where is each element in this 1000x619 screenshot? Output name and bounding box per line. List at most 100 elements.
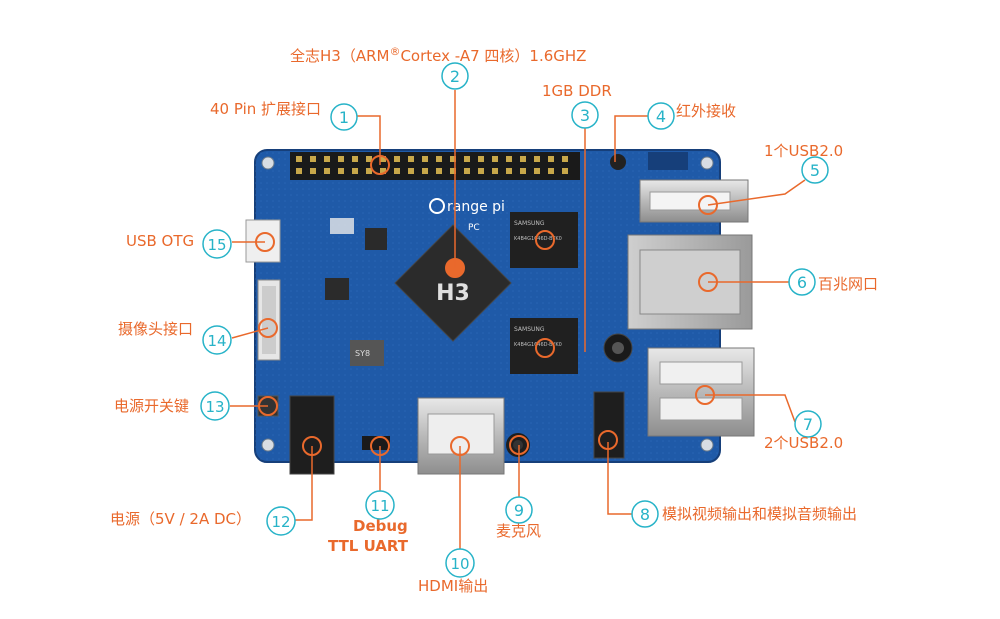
ir-receiver <box>610 152 688 170</box>
label-10-hdmi: HDMI输出 <box>418 577 489 595</box>
label-2-reg: ® <box>389 45 401 58</box>
ram-chip-bottom: SAMSUNG K4B4G1646D-BYK0 <box>510 318 578 374</box>
header-pin <box>408 168 414 174</box>
header-pin <box>478 168 484 174</box>
svg-text:9: 9 <box>514 501 524 520</box>
header-pin <box>422 156 428 162</box>
badge-11: 11 <box>365 490 395 520</box>
badge-13: 13 <box>200 391 230 421</box>
label-6-ethernet: 百兆网口 <box>818 275 879 293</box>
header-pin <box>450 168 456 174</box>
header-pin <box>324 156 330 162</box>
svg-text:10: 10 <box>450 555 469 573</box>
header-pin <box>520 168 526 174</box>
header-pin <box>324 168 330 174</box>
badge-7: 7 <box>794 410 822 438</box>
header-pin <box>562 156 568 162</box>
header-pin <box>352 168 358 174</box>
badge-6: 6 <box>788 268 816 296</box>
soc-h3-chip: H3 <box>394 224 512 342</box>
svg-text:K4B4G1646D-BYK0: K4B4G1646D-BYK0 <box>514 236 562 242</box>
svg-text:11: 11 <box>370 497 389 515</box>
label-15-otg: USB OTG <box>126 232 195 250</box>
header-pin <box>366 156 372 162</box>
header-pin <box>562 168 568 174</box>
gpio-header <box>290 152 580 180</box>
header-pin <box>338 168 344 174</box>
badge-5: 5 <box>801 156 829 184</box>
svg-text:1: 1 <box>339 108 349 127</box>
label-3-ram: 1GB DDR <box>542 82 612 100</box>
label-11-uart: TTL UART <box>328 537 409 555</box>
badge-1: 1 <box>330 103 358 131</box>
svg-text:2: 2 <box>450 67 460 86</box>
usb-dual <box>647 347 755 437</box>
svg-text:4: 4 <box>656 107 666 126</box>
header-pin <box>394 168 400 174</box>
header-pin <box>422 168 428 174</box>
header-pin <box>548 156 554 162</box>
header-pin <box>394 156 400 162</box>
header-pin <box>534 156 540 162</box>
svg-text:15: 15 <box>207 236 226 254</box>
label-12-power: 电源（5V / 2A DC） <box>110 510 251 528</box>
header-pin <box>478 156 484 162</box>
leader-lines <box>230 90 806 550</box>
label-7-usb-dual: 2个USB2.0 <box>764 434 844 452</box>
badge-14: 14 <box>202 325 232 355</box>
badge-10: 10 <box>445 548 475 578</box>
label-11-debug: Debug <box>353 517 408 535</box>
logo-text: range pi <box>447 199 505 215</box>
header-pin <box>506 156 512 162</box>
hdmi-port <box>417 397 505 475</box>
header-pin <box>366 168 372 174</box>
header-pin <box>534 168 540 174</box>
orange-pi-logo: range pi PC <box>429 198 505 233</box>
label-2-post: Cortex -A7 四核）1.6GHZ <box>400 47 587 65</box>
header-pin <box>338 156 344 162</box>
svg-text:13: 13 <box>205 398 224 416</box>
label-1-gpio: 40 Pin 扩展接口 <box>210 100 322 118</box>
header-pin <box>380 156 386 162</box>
header-pin <box>520 156 526 162</box>
header-pin <box>464 168 470 174</box>
label-2-pre: 全志H3（ARM <box>290 47 390 65</box>
header-pin <box>548 168 554 174</box>
label-13-switch: 电源开关键 <box>114 397 190 415</box>
label-4-ir: 红外接收 <box>676 102 737 120</box>
header-pin <box>296 168 302 174</box>
header-pin <box>492 168 498 174</box>
badge-3: 3 <box>571 101 599 129</box>
svg-text:K4B4G1646D-BYK0: K4B4G1646D-BYK0 <box>514 342 562 348</box>
badge-2: 2 <box>441 62 469 90</box>
header-pin <box>380 168 386 174</box>
header-pin <box>464 156 470 162</box>
label-5-usb-single: 1个USB2.0 <box>764 142 844 160</box>
svg-text:14: 14 <box>207 332 226 350</box>
badge-15: 15 <box>202 229 232 259</box>
badge-9: 9 <box>505 496 533 524</box>
header-pin <box>352 156 358 162</box>
label-8-av: 模拟视频输出和模拟音频输出 <box>662 505 858 523</box>
svg-text:7: 7 <box>803 415 813 434</box>
highlight-circles <box>255 155 718 456</box>
svg-text:5: 5 <box>810 161 820 180</box>
svg-text:SY8: SY8 <box>355 349 370 358</box>
header-pin <box>436 156 442 162</box>
header-pin <box>408 156 414 162</box>
badge-8: 8 <box>631 500 659 528</box>
number-badges: 1 2 3 4 5 6 7 8 9 10 11 12 13 14 15 <box>200 62 829 578</box>
header-pin <box>506 168 512 174</box>
header-pin <box>436 168 442 174</box>
label-2-soc: 全志H3（ARM®Cortex -A7 四核）1.6GHZ <box>290 43 586 65</box>
badge-4: 4 <box>647 102 675 130</box>
ram-chip-top: SAMSUNG K4B4G1646D-BYK0 <box>510 212 578 268</box>
soc-mark: H3 <box>436 281 470 306</box>
label-9-mic: 麦克风 <box>496 522 542 540</box>
svg-text:SAMSUNG: SAMSUNG <box>514 326 545 333</box>
svg-text:12: 12 <box>271 513 290 531</box>
header-pin <box>296 156 302 162</box>
badge-12: 12 <box>266 506 296 536</box>
